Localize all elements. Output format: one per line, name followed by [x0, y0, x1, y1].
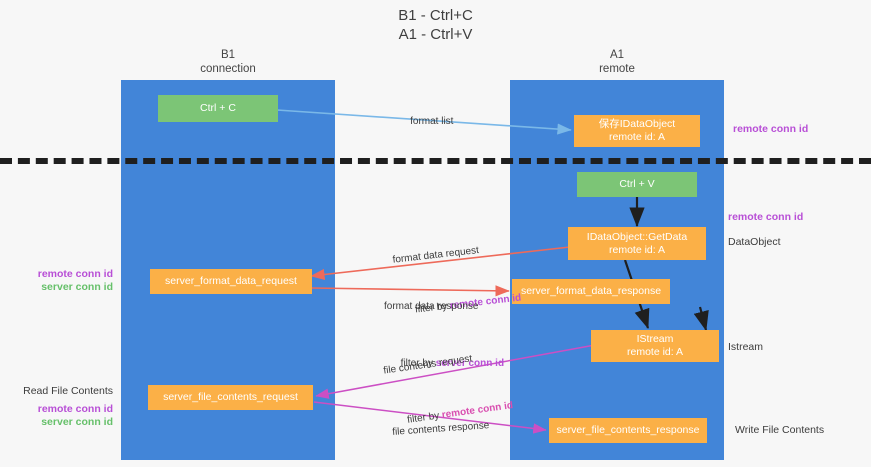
box-istream-line1: IStream: [636, 333, 674, 345]
column-heading-b1-role: connection: [200, 63, 256, 75]
box-save-dataobject[interactable]: 保存IDataObject remote id: A: [574, 115, 700, 147]
caption-format-data-response-line1: format data response: [384, 301, 479, 312]
caption-format-list-text: format list: [410, 116, 454, 127]
box-idataobject-getdata[interactable]: IDataObject::GetData remote id: A: [568, 227, 706, 260]
box-server-format-data-response-label: server_format_data_response: [520, 285, 662, 297]
caption-format-data-response-filter-prefix: filter by: [400, 358, 436, 369]
caption-format-data-response-line2: filter by server conn id: [384, 344, 504, 383]
caption-format-data-response: format data response filter by server co…: [384, 274, 504, 409]
side-label-remote-conn-id-top: remote conn id: [733, 123, 809, 135]
column-heading-a1-role: remote: [599, 63, 635, 75]
box-save-dataobject-line2: remote id: A: [608, 131, 666, 143]
caption-format-data-response-filter-value: server conn id: [435, 358, 505, 369]
box-ctrl-c[interactable]: Ctrl + C: [158, 95, 278, 122]
box-getdata-line1: IDataObject::GetData: [586, 230, 688, 243]
side-label-write-file-contents: Write File Contents: [735, 424, 825, 436]
side-label-left-server-conn-id-bottom: server conn id: [41, 416, 113, 428]
caption-format-list: format list: [399, 102, 453, 141]
column-heading-a1-name: A1: [609, 49, 625, 61]
box-getdata-line2: remote id: A: [608, 243, 666, 256]
diagram-title: B1 - Ctrl+C: [398, 7, 473, 24]
diagram-subtitle: A1 - Ctrl+V: [398, 26, 473, 43]
side-label-dataobject: DataObject: [728, 236, 781, 248]
caption-file-contents-response: file contents response filter by server …: [390, 392, 507, 467]
caption-file-contents-response-line2: filter by server conn id: [383, 462, 505, 467]
box-server-file-contents-response[interactable]: server_file_contents_response: [549, 418, 707, 443]
side-label-left-server-conn-id-mid: server conn id: [41, 281, 113, 293]
box-server-format-data-response[interactable]: server_format_data_response: [512, 279, 670, 304]
box-istream-line2: remote id: A: [626, 346, 684, 358]
caption-format-data-request-line1: format data request: [392, 245, 480, 266]
column-heading-b1-name: B1: [220, 49, 236, 61]
box-server-format-data-request-label: server_format_data_request: [165, 275, 297, 287]
box-server-file-contents-request-label: server_file_contents_request: [163, 391, 298, 403]
box-ctrl-v-label: Ctrl + V: [619, 178, 655, 190]
box-server-file-contents-request[interactable]: server_file_contents_request: [148, 385, 313, 410]
box-save-dataobject-line1: 保存IDataObject: [598, 118, 676, 130]
box-server-file-contents-response-label: server_file_contents_response: [556, 424, 700, 436]
box-server-format-data-request[interactable]: server_format_data_request: [150, 269, 312, 294]
caption-file-contents-response-line1: file contents response: [391, 420, 490, 438]
phase-divider: [0, 158, 871, 164]
box-ctrl-c-label: Ctrl + C: [200, 102, 236, 114]
box-istream[interactable]: IStream remote id: A: [591, 330, 719, 362]
side-label-istream: Istream: [728, 341, 764, 353]
caption-file-contents-request-line1: file contents request: [382, 353, 473, 377]
side-label-left-remote-conn-id-bottom: remote conn id: [37, 403, 113, 415]
side-label-left-remote-conn-id-mid: remote conn id: [37, 268, 113, 280]
side-label-read-file-contents: Read File Contents: [23, 385, 113, 397]
side-label-remote-conn-id-mid: remote conn id: [728, 211, 804, 223]
box-ctrl-v[interactable]: Ctrl + V: [577, 172, 697, 197]
